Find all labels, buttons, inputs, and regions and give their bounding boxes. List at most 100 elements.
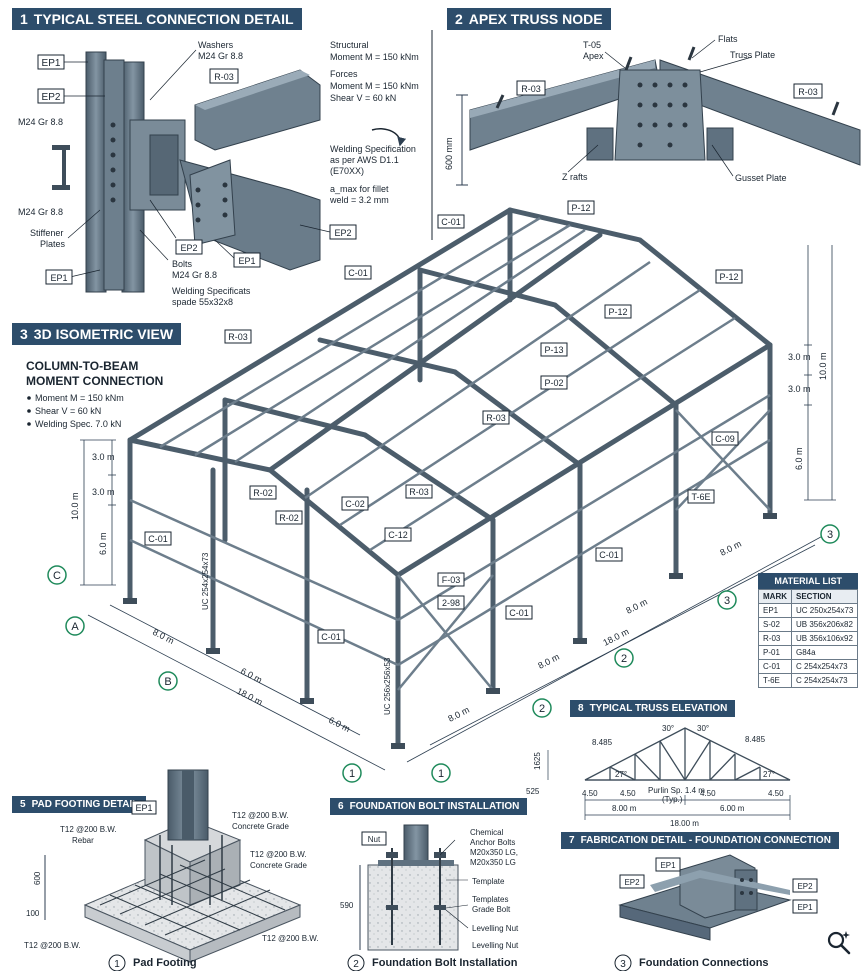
member-tag: P-02: [540, 375, 568, 390]
pad-footing-drawing: [44, 769, 302, 963]
svg-text:F-03: F-03: [442, 575, 461, 585]
bullet-welding: Welding Spec. 7.0 kN: [35, 419, 121, 429]
bolts-label-2: M24 Gr 8.8: [172, 270, 217, 280]
svg-text:R-03: R-03: [228, 332, 248, 342]
bay-dim-18m-front: 18.0 m: [235, 686, 264, 707]
grid-bubble-3b: 3: [820, 524, 840, 544]
pad-label-3: T12 @200 B.W.: [232, 811, 289, 820]
bullet-moment: Moment M = 150 kNm: [35, 393, 124, 403]
bolt-label-templates: Templates: [472, 895, 508, 904]
svg-text:C-01: C-01: [441, 217, 461, 227]
fab-caption: Foundation Connections: [639, 957, 769, 969]
stiffener-label-1: Stiffener: [30, 228, 63, 238]
welding-spec-2: as per AWS D1.1: [330, 155, 399, 165]
bay-dim-6m-front-b: 6.0 m: [327, 715, 352, 734]
cell-section: UB 356x106x92: [790, 631, 859, 646]
bolt-label-m20-a: M20x350 LG,: [470, 848, 518, 857]
pad-label-6: Concrete Grade: [250, 861, 307, 870]
cell-mark: EP1: [758, 603, 792, 618]
bay-dim-8m-side-b: 8.0 m: [536, 652, 561, 671]
member-tag: C-01: [317, 629, 345, 644]
apex-dim-600: 600 mm: [444, 137, 454, 170]
bolt-label-level-1: Levelling Nut: [472, 924, 519, 933]
bay-dim-8m-front: 8.0 m: [151, 627, 176, 646]
zoom-search-icon[interactable]: [825, 929, 853, 957]
cell-section: C 254x254x73: [790, 659, 859, 674]
bolt-dim-590: 590: [340, 901, 354, 910]
cell-section: UB 356x206x82: [790, 617, 859, 632]
isometric-notes: COLUMN-TO-BEAM MOMENT CONNECTION Moment …: [26, 359, 163, 429]
grid-bubble-2b: 2: [614, 648, 634, 668]
member-tag: R-03: [482, 410, 510, 425]
isometric-dims-left-text: 3.0 m 3.0 m 10.0 m 6.0 m: [70, 452, 115, 555]
tag-r03: R-03: [214, 72, 234, 82]
column-label-uc254: UC 254x254x73: [201, 552, 210, 610]
svg-text:2-98: 2-98: [442, 598, 460, 608]
cell-section: C 254x254x73: [790, 673, 859, 688]
member-tag: C-01: [344, 265, 372, 280]
svg-text:C-12: C-12: [388, 530, 408, 540]
welding-specificats-2: spade 55x32x8: [172, 297, 233, 307]
nut-label: Nut: [368, 835, 381, 844]
bolt-caption-num: 2: [353, 959, 359, 970]
grid-bubble-3a: 3: [717, 590, 737, 610]
bay-dim-18m-side: 18.0 m: [601, 626, 630, 647]
bolt-label-m20-b: M20x350 LG: [470, 858, 516, 867]
svg-text:3: 3: [827, 529, 833, 541]
grid-bubble-a: A: [65, 616, 85, 636]
material-list-title: MATERIAL LIST: [758, 573, 859, 589]
svg-text:C-01: C-01: [599, 550, 619, 560]
bolt-label-template: Template: [472, 877, 505, 886]
member-tag: C-09: [711, 431, 739, 446]
bay-dim-6m-front-a: 6.0 m: [239, 666, 264, 685]
tag-ep1-bottom: EP1: [50, 273, 67, 283]
bolt-label-2: M24 Gr 8.8: [18, 207, 63, 217]
fab-tag-ep1-top: EP1: [660, 861, 676, 870]
truss-top-left: 8.485: [592, 738, 613, 747]
svg-text:C-01: C-01: [348, 268, 368, 278]
member-tag: 2-98: [437, 595, 465, 610]
cell-mark: P-01: [758, 645, 792, 660]
grid-bubble-c: C: [47, 565, 67, 585]
member-tag: T-6E: [687, 489, 715, 504]
truss-elevation: [584, 727, 791, 781]
apex-t05: T-05: [583, 40, 601, 50]
member-tag: R-03: [405, 484, 433, 499]
fab-tag-ep1-right: EP1: [797, 903, 813, 912]
apex-r03-left: R-03: [521, 84, 541, 94]
panel-2: 4.50: [620, 789, 636, 798]
svg-text:P-13: P-13: [544, 345, 563, 355]
subtitle-line-1: COLUMN-TO-BEAM: [26, 359, 138, 373]
truss-height-1625: 1625: [533, 752, 542, 770]
purlin-typ: (Typ.): [662, 795, 683, 804]
svg-text:2: 2: [539, 703, 545, 715]
flats-label: Flats: [718, 34, 738, 44]
svg-text:P-12: P-12: [719, 272, 738, 282]
svg-text:1: 1: [438, 768, 444, 780]
svg-text:R-03: R-03: [486, 413, 506, 423]
tag-ep1-top: EP1: [42, 58, 61, 69]
truss-eave-angle-right: 27°: [763, 770, 775, 779]
fab-tag-ep2-left: EP2: [624, 878, 640, 887]
dim-left-3m-a: 3.0 m: [92, 452, 115, 462]
grid-bubble-1a: 1: [342, 763, 362, 783]
truss-dims: [547, 750, 791, 820]
forces-moment: Moment M = 150 kNm: [330, 81, 419, 91]
member-tag: C-01: [595, 547, 623, 562]
member-tag: C-12: [384, 527, 412, 542]
stiffener-label-2: Plates: [40, 239, 66, 249]
tag-ep2-left: EP2: [42, 92, 61, 103]
svg-text:C-01: C-01: [321, 632, 341, 642]
pad-label-8: T12 @200 B.W.: [24, 941, 81, 950]
svg-text:P-02: P-02: [544, 378, 563, 388]
cell-mark: R-03: [758, 631, 792, 646]
member-tag: C-01: [505, 605, 533, 620]
panel-3: 4.50: [700, 789, 716, 798]
pad-dim-100: 100: [26, 909, 40, 918]
